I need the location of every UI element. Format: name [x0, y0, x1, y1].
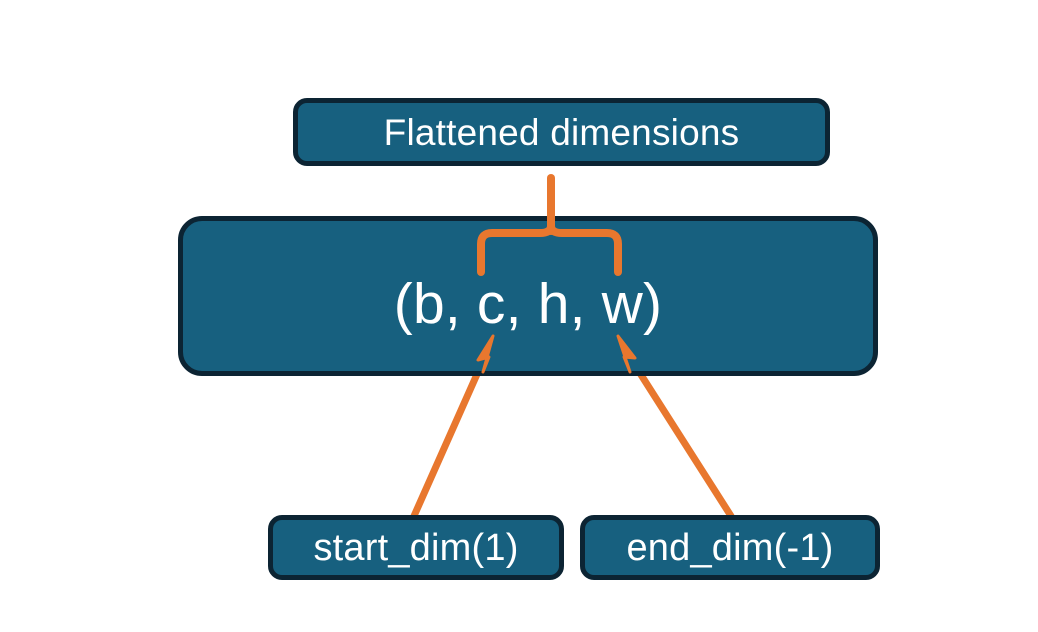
- flattened-dimensions-label: Flattened dimensions: [383, 111, 740, 153]
- tensor-shape-box[interactable]: (b, c, h, w): [178, 216, 878, 376]
- flattened-dimensions-box[interactable]: Flattened dimensions: [293, 98, 830, 166]
- tensor-shape-label: (b, c, h, w): [393, 271, 663, 336]
- end-dim-box[interactable]: end_dim(-1): [580, 515, 880, 580]
- start-dim-box[interactable]: start_dim(1): [268, 515, 564, 580]
- start-dim-label: start_dim(1): [313, 526, 519, 569]
- end-dim-label: end_dim(-1): [626, 526, 834, 569]
